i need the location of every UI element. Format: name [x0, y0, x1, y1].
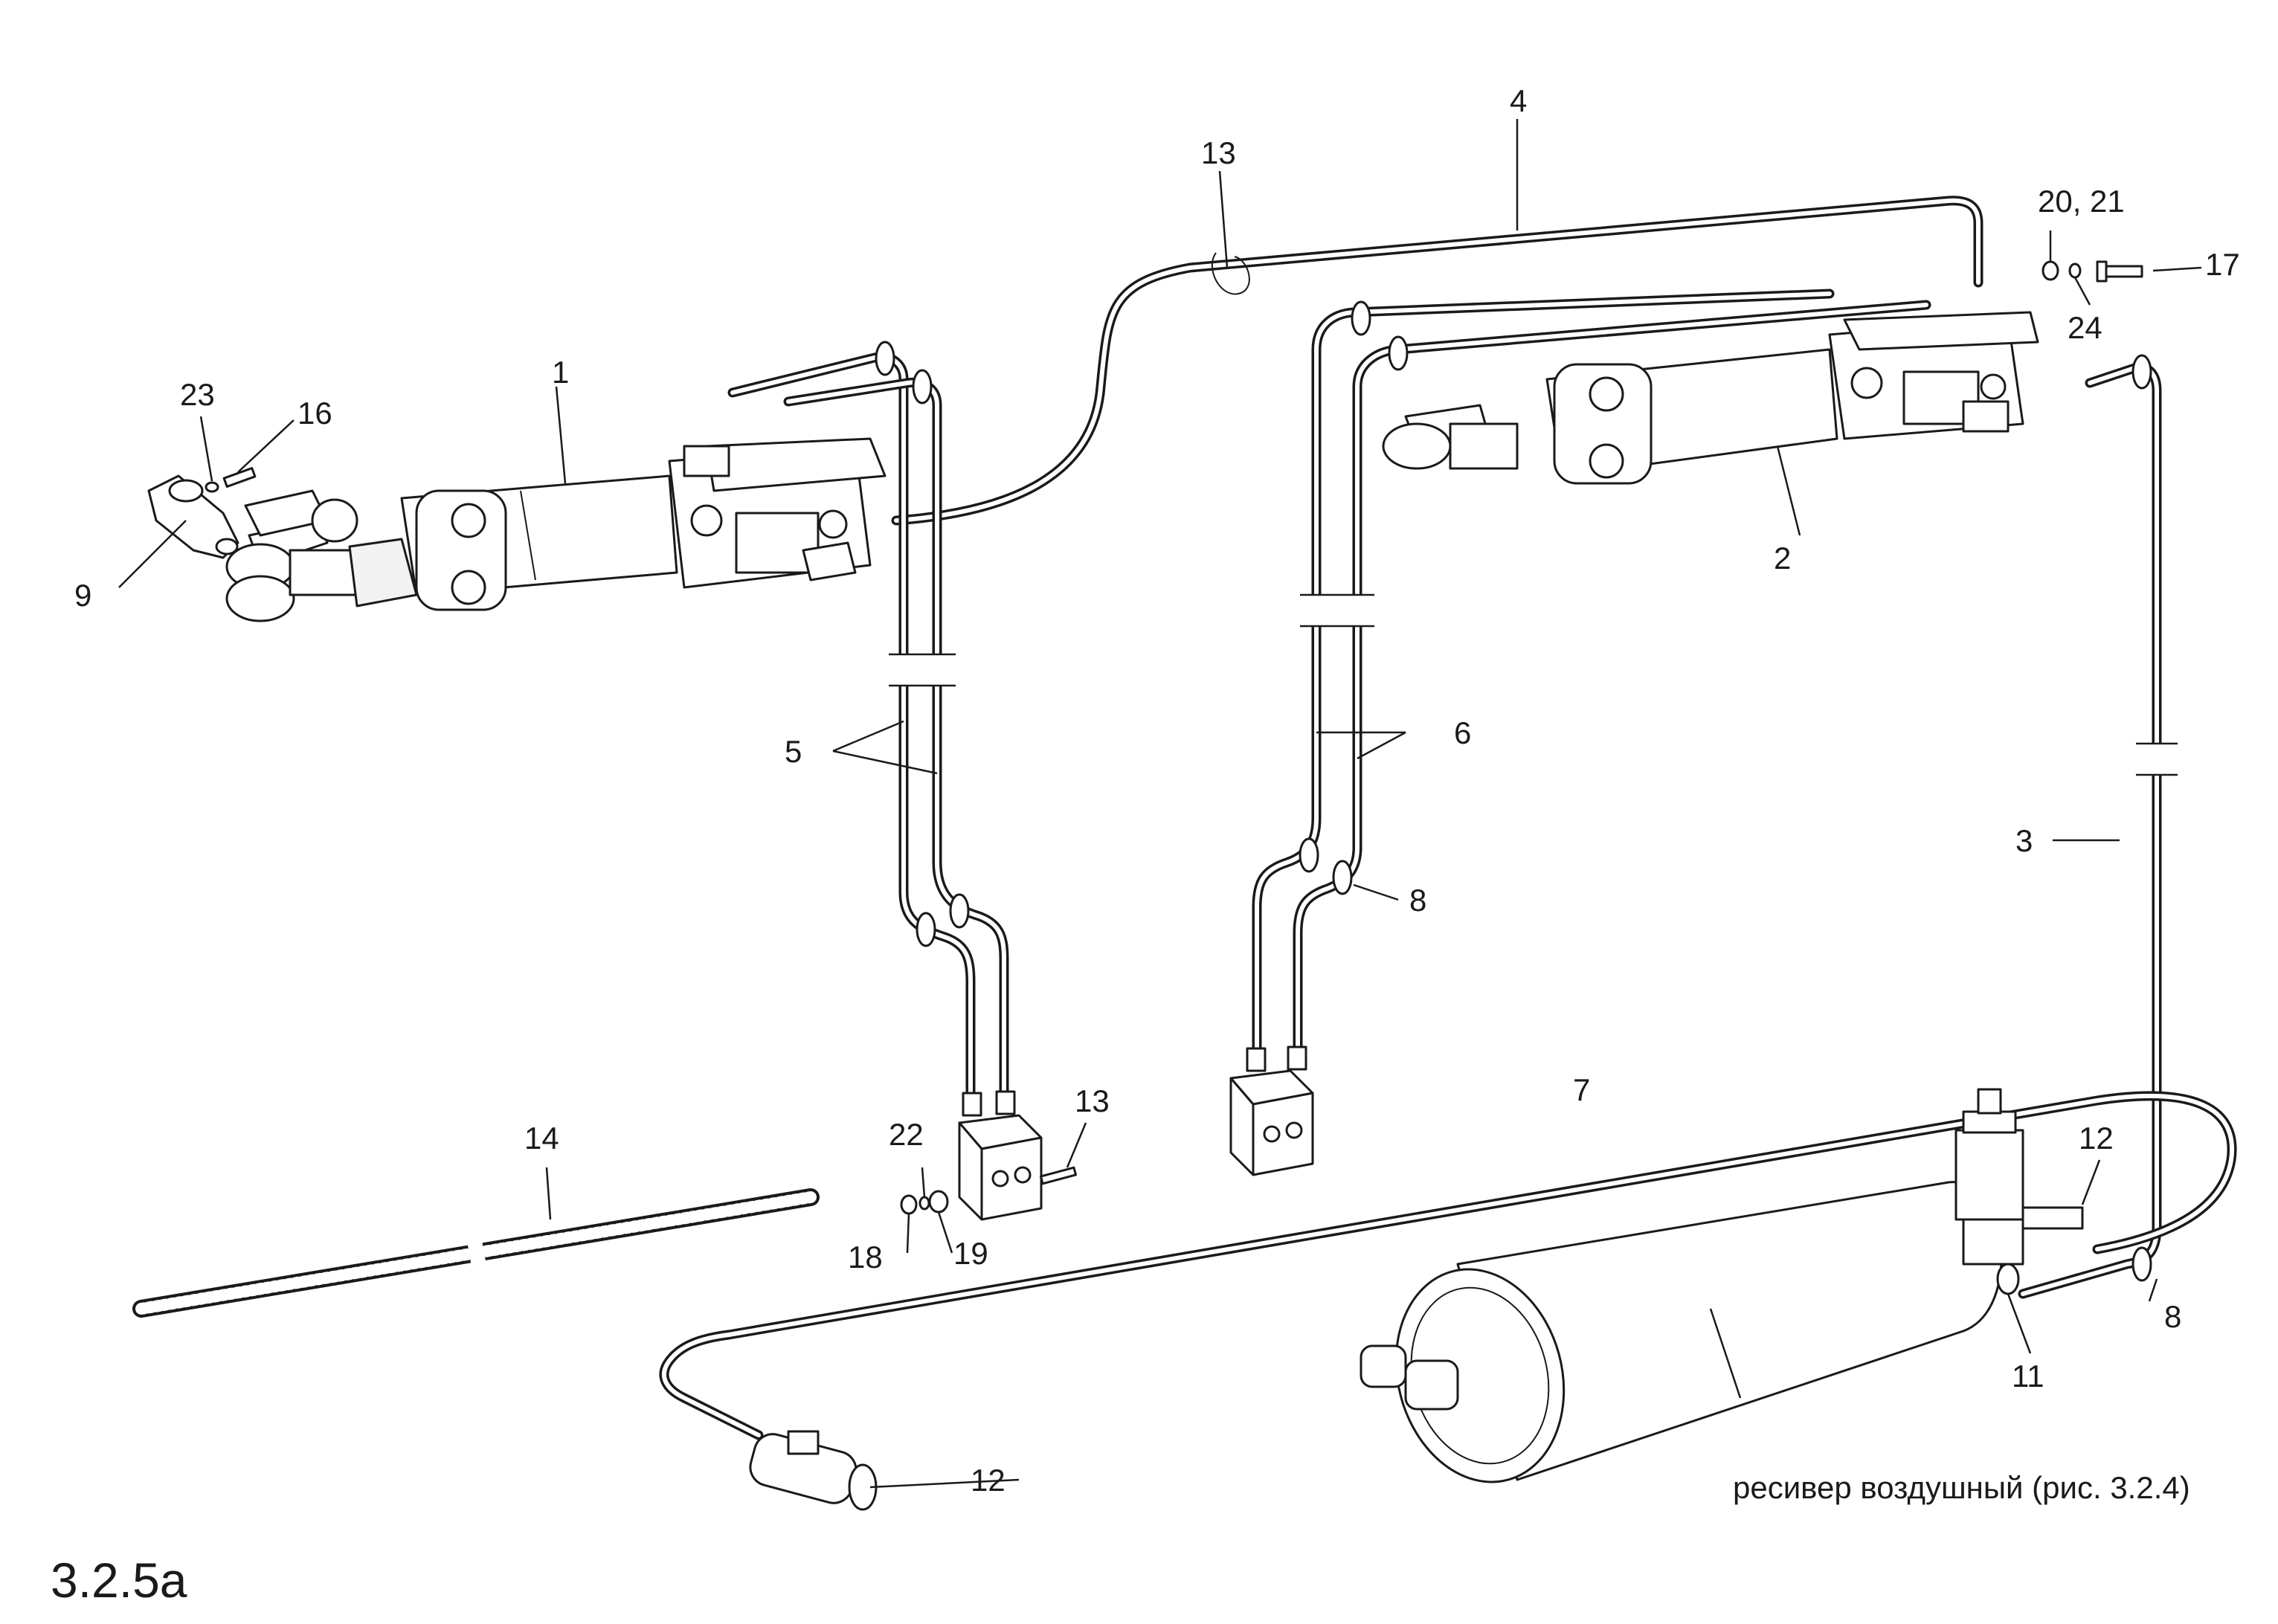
callout-17: 17	[2205, 247, 2240, 282]
callout-12-right: 12	[2079, 1121, 2114, 1156]
callout-6: 6	[1454, 715, 1471, 750]
callout-12-lower: 12	[971, 1463, 1006, 1498]
pipe-7	[659, 1091, 2237, 1440]
callout-9: 9	[74, 578, 91, 613]
pipes-6	[1252, 289, 1931, 1061]
valve-block-left	[958, 1090, 1043, 1221]
receiver-note: ресивер воздушный (рис. 3.2.4)	[1733, 1470, 2190, 1505]
cylinder-1	[225, 437, 887, 622]
callout-8-middle: 8	[1409, 883, 1426, 918]
callout-20-21: 20, 21	[2038, 184, 2125, 219]
washer-18	[900, 1194, 918, 1215]
callout-3: 3	[2015, 823, 2033, 858]
washer-24	[2068, 262, 2082, 279]
callout-7: 7	[1573, 1072, 1590, 1107]
pipes-5	[727, 341, 1009, 1106]
callout-13-top: 13	[1201, 135, 1236, 170]
washer-19	[928, 1190, 949, 1214]
callout-2: 2	[1774, 541, 1791, 576]
callout-13-lower: 13	[1075, 1083, 1110, 1118]
callout-24: 24	[2068, 310, 2102, 345]
callout-19: 19	[953, 1236, 988, 1271]
hose-14	[132, 1188, 820, 1318]
connector-12-lower	[749, 1430, 878, 1511]
callout-23: 23	[180, 377, 215, 412]
callout-11: 11	[2012, 1359, 2044, 1393]
washer-22	[918, 1196, 930, 1211]
callout-5: 5	[785, 734, 802, 769]
callout-4: 4	[1510, 83, 1527, 118]
bracket-9	[147, 474, 358, 559]
bolt-17	[2096, 260, 2143, 283]
callout-16: 16	[297, 396, 332, 431]
callout-18: 18	[848, 1240, 883, 1275]
valve-block-middle	[1229, 1045, 1314, 1176]
pipe-3	[2018, 354, 2178, 1299]
callout-22: 22	[889, 1117, 924, 1152]
callout-14: 14	[524, 1121, 559, 1156]
figure-label: 3.2.5а	[51, 1553, 187, 1608]
callout-1: 1	[552, 355, 569, 390]
leader-lines	[118, 119, 2202, 1489]
air-receiver	[1360, 1181, 2003, 1483]
washer-20-21	[2041, 260, 2059, 281]
cylinder-2	[1382, 311, 2039, 485]
screw-13-lower	[1039, 1166, 1078, 1185]
callout-8-right: 8	[2164, 1299, 2181, 1334]
pipe-4	[891, 196, 1983, 526]
clamp-13-top	[1211, 252, 1250, 295]
bolt-16	[222, 467, 257, 488]
washer-23	[205, 481, 219, 493]
regulator-valve	[1954, 1088, 2084, 1295]
